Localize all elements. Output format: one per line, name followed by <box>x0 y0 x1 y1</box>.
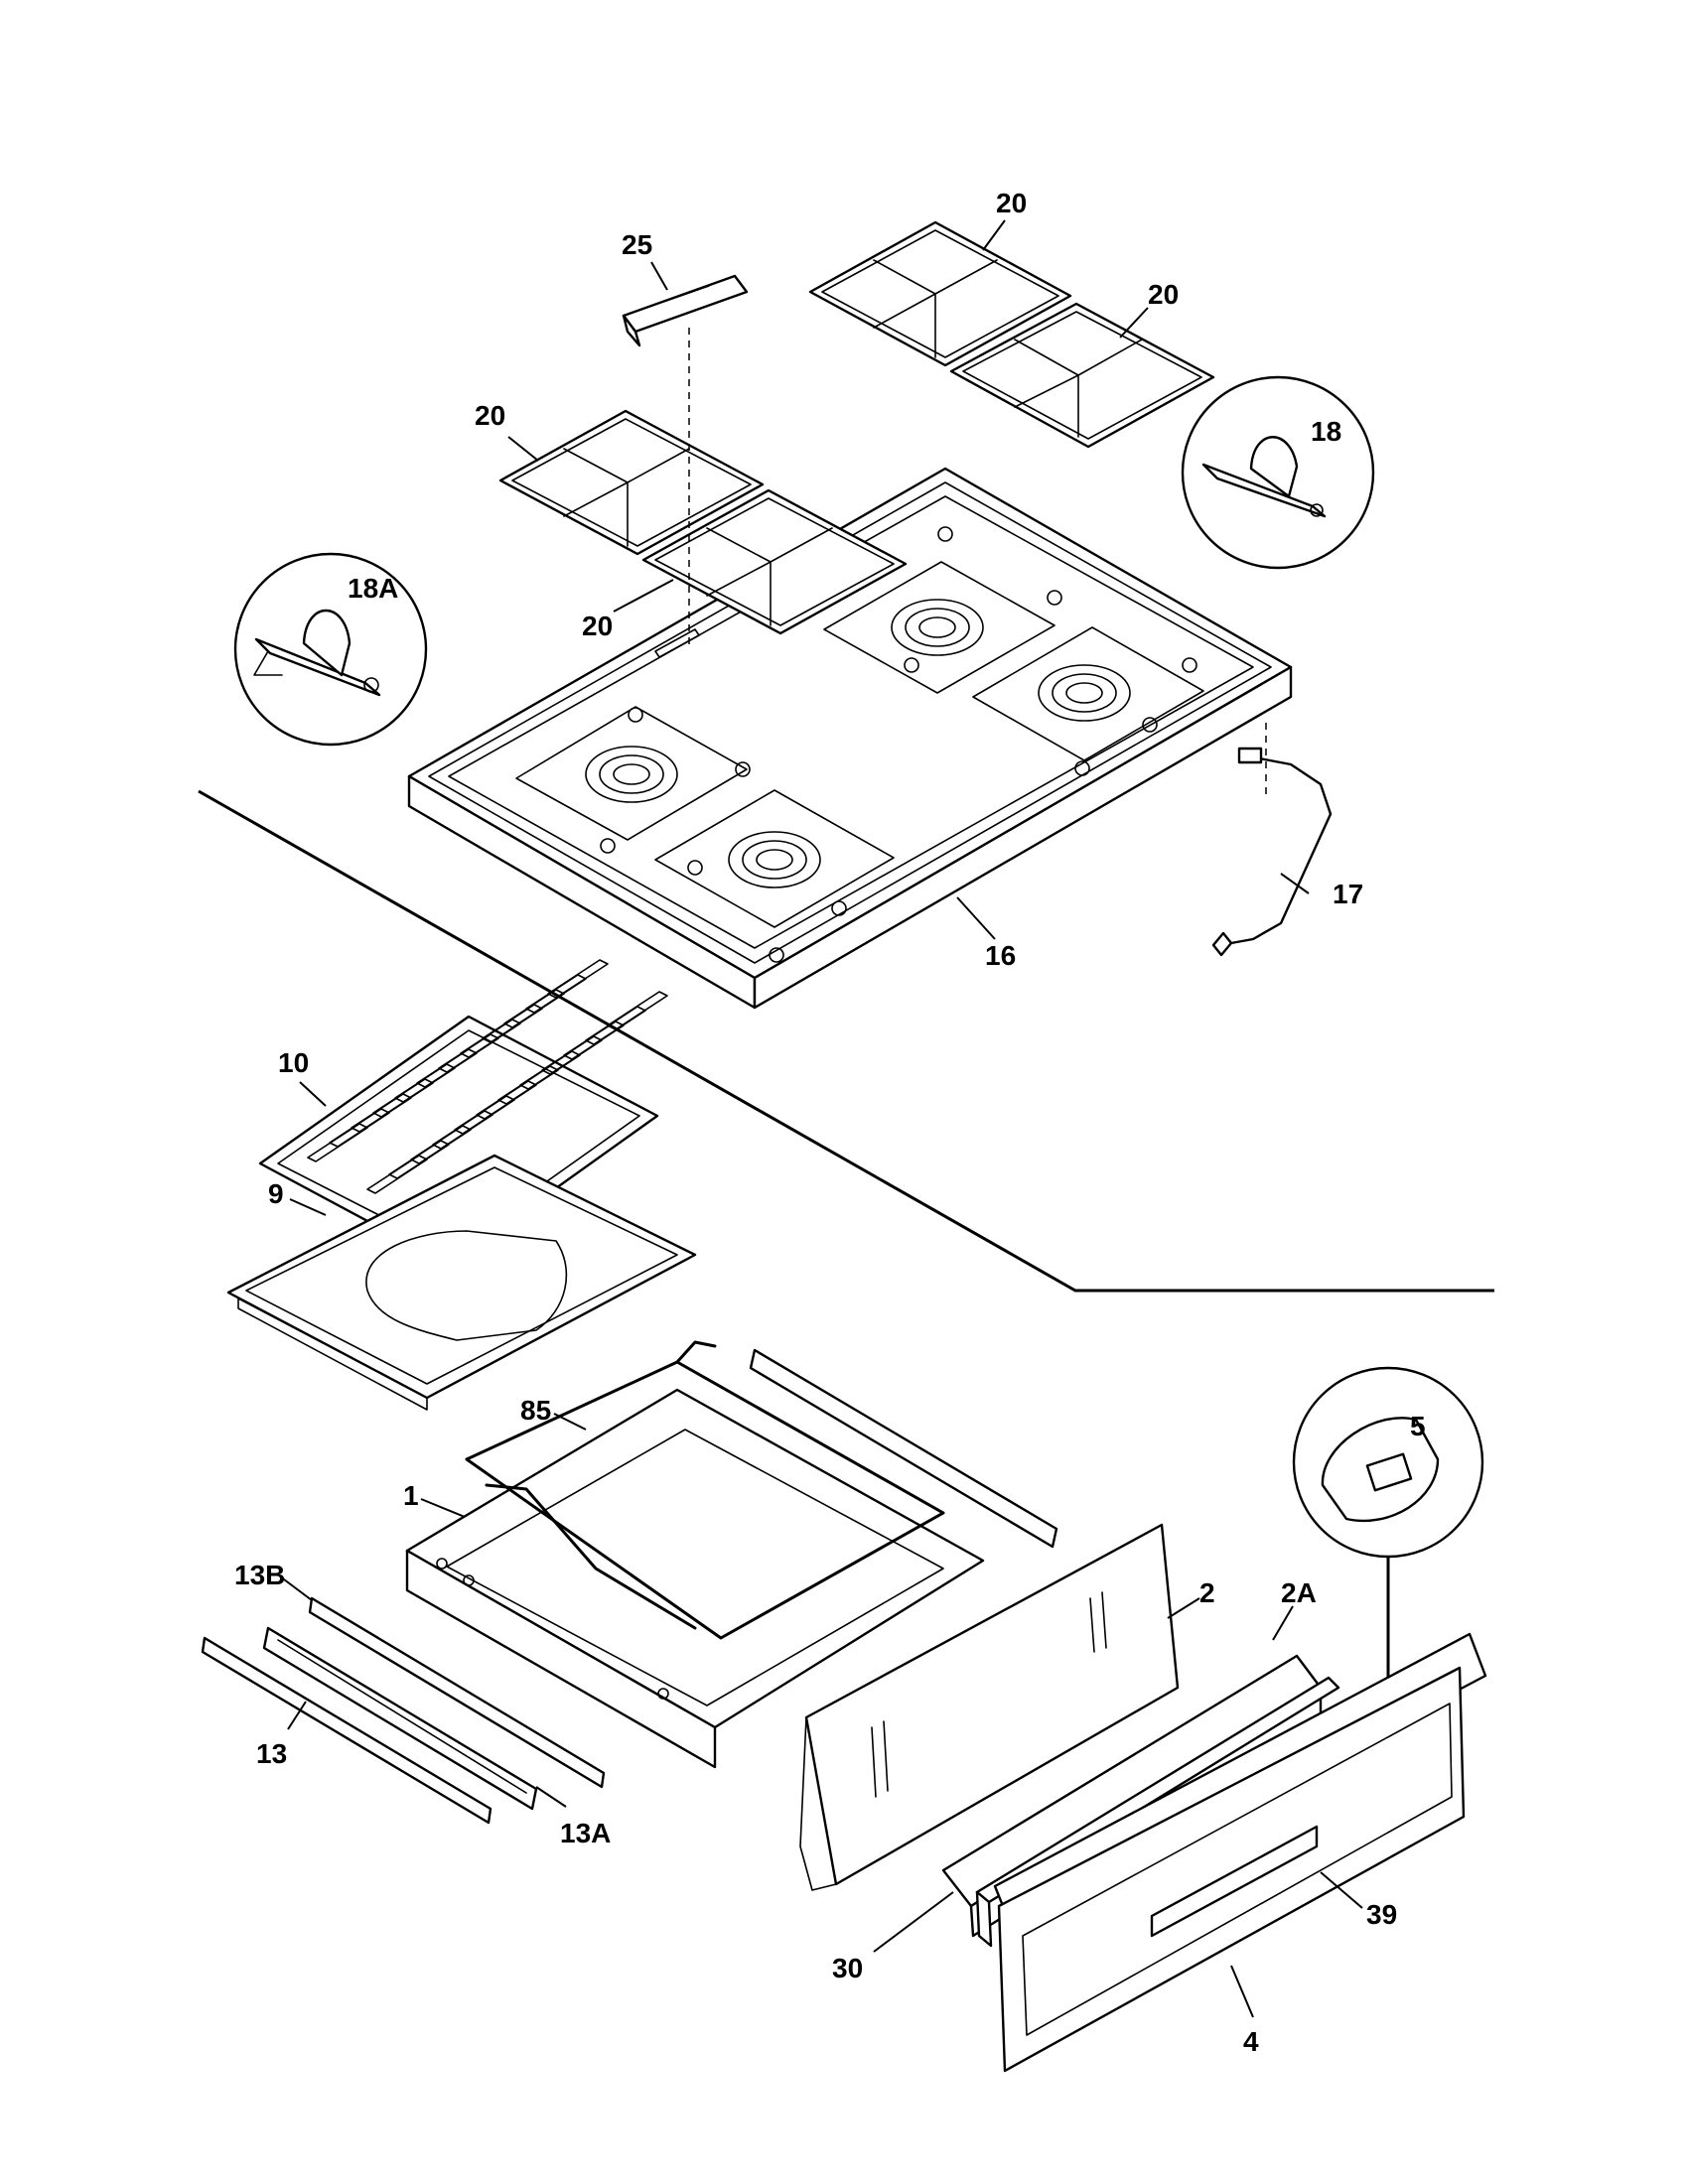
burner-grate-part-20-b <box>949 302 1215 449</box>
igniter-wire-part-17 <box>1211 747 1333 957</box>
detail-circle-part-18 <box>1181 375 1375 570</box>
rail-part-13a <box>262 1626 538 1811</box>
callout-25: 25 <box>622 229 652 260</box>
trim-piece-part-25 <box>622 274 749 347</box>
rack-part-85 <box>465 1340 945 1640</box>
broiler-pan-part-9 <box>226 1154 697 1411</box>
leader-20-d <box>613 579 674 613</box>
burner-grate-part-20-c <box>498 409 765 556</box>
rail-part-13 <box>201 1636 492 1825</box>
callout-9: 9 <box>268 1178 284 1209</box>
callout-17: 17 <box>1333 879 1363 909</box>
callout-20-c: 20 <box>475 400 505 431</box>
leader-9 <box>289 1198 327 1216</box>
callout-39: 39 <box>1366 1899 1397 1930</box>
broiler-grid-part-10 <box>258 959 668 1267</box>
leader-4 <box>1230 1965 1254 2018</box>
drawer-filler-part-30 <box>975 1676 1340 1948</box>
callout-30: 30 <box>832 1953 863 1983</box>
drawer-side-panel-part-2 <box>799 1523 1180 1891</box>
leader-13b <box>279 1575 313 1601</box>
callout-4: 4 <box>1243 2026 1259 2057</box>
leader-13 <box>287 1701 307 1730</box>
leader-13a <box>535 1786 567 1808</box>
cooktop-part-16 <box>407 467 1293 1010</box>
callout-13a: 13A <box>560 1818 611 1848</box>
leader-1 <box>420 1498 466 1518</box>
leader-20-b <box>1119 307 1149 339</box>
leader-85 <box>553 1413 587 1431</box>
drawer-body-part-1 <box>405 1388 985 1769</box>
callout-13b: 13B <box>234 1560 285 1590</box>
detail-circle-part-18a <box>233 552 428 747</box>
callout-13: 13 <box>256 1738 287 1769</box>
leader-16 <box>956 896 996 940</box>
rail-part-13b <box>308 1596 606 1789</box>
callout-2a: 2A <box>1281 1577 1317 1608</box>
top-rail <box>749 1348 1058 1549</box>
burner-grate-part-20-d <box>641 488 908 635</box>
leader-10 <box>299 1081 327 1107</box>
section-divider-line <box>198 789 1494 1293</box>
callout-85: 85 <box>520 1395 551 1426</box>
leader-17 <box>1280 873 1310 894</box>
leader-20-c <box>507 436 539 462</box>
callout-16: 16 <box>985 940 1016 971</box>
leader-30 <box>873 1891 954 1953</box>
leader-25 <box>650 261 668 291</box>
grid-slot <box>585 1006 646 1045</box>
grid-slot <box>607 991 668 1030</box>
leader-20-a <box>982 219 1006 251</box>
callout-1: 1 <box>403 1480 419 1511</box>
callout-5: 5 <box>1410 1411 1426 1441</box>
leader-2 <box>1167 1597 1200 1619</box>
callout-2: 2 <box>1199 1577 1215 1608</box>
callout-10: 10 <box>278 1047 309 1078</box>
burner-grate-part-20-a <box>808 220 1072 367</box>
callout-20-a: 20 <box>996 188 1027 218</box>
callout-18a: 18A <box>348 573 398 604</box>
leader-39 <box>1320 1871 1363 1909</box>
drawer-front-panel-part-4 <box>997 1666 1466 2073</box>
leader-2a <box>1272 1605 1294 1641</box>
callout-20-b: 20 <box>1148 279 1179 310</box>
detail-circle-part-5 <box>1292 1366 1484 1559</box>
grid-slot <box>547 959 609 999</box>
callout-20-d: 20 <box>582 611 613 641</box>
callout-18: 18 <box>1311 416 1341 447</box>
